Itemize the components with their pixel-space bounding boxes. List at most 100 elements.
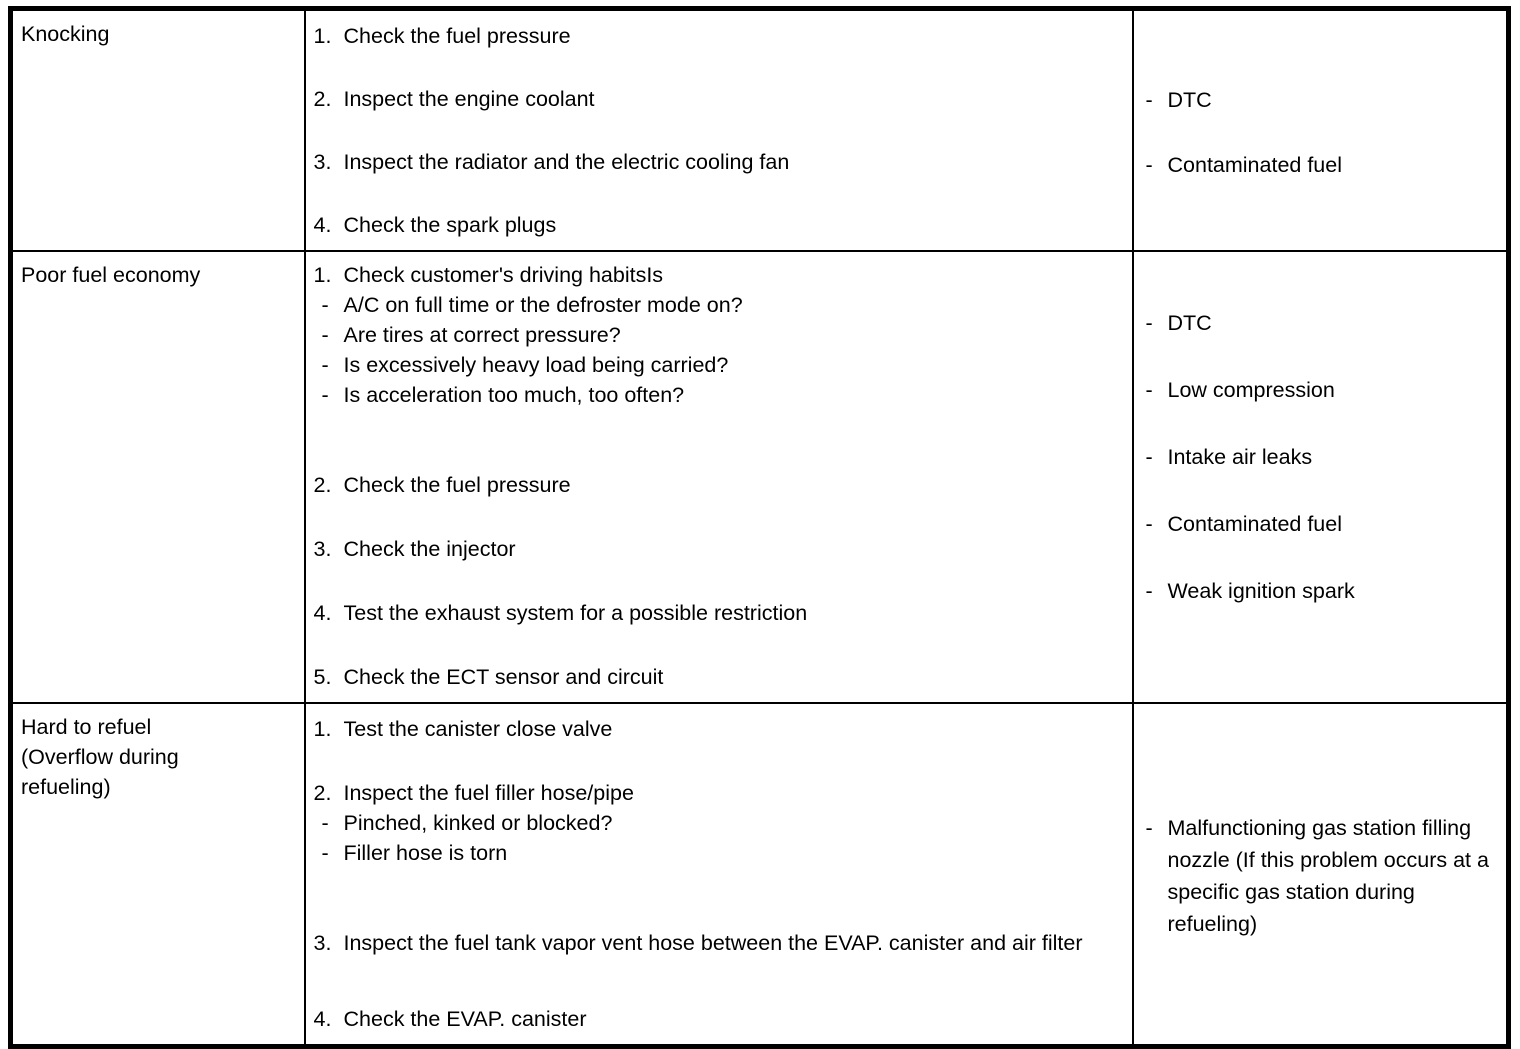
action-step: 5. Check the ECT sensor and circuit xyxy=(314,662,1126,692)
substep: - Are tires at correct pressure? xyxy=(314,320,1126,350)
table-row: Knocking 1. Check the fuel pressure 2. I… xyxy=(9,7,1510,252)
bullet-dash: - xyxy=(321,353,329,377)
spacer xyxy=(314,744,1126,778)
substep-text: A/C on full time or the defroster mode o… xyxy=(343,293,743,317)
action-step: 4. Check the spark plugs xyxy=(314,210,1126,240)
cause-text: Low compression xyxy=(1167,378,1335,402)
step-text: Check the fuel pressure xyxy=(343,24,571,48)
cause-text: DTC xyxy=(1167,88,1212,112)
cause-item: - Low compression xyxy=(1146,375,1499,405)
bullet-dash: - xyxy=(1145,153,1153,177)
bullet-dash: - xyxy=(1145,311,1153,335)
substep-list: - A/C on full time or the defroster mode… xyxy=(314,290,1126,410)
substep-text: Pinched, kinked or blocked? xyxy=(343,811,613,835)
action-cell: 1. Test the canister close valve 2. Insp… xyxy=(303,702,1134,1048)
substep-text: Is excessively heavy load being carried? xyxy=(343,353,729,377)
substep: - Pinched, kinked or blocked? xyxy=(314,808,1126,838)
symptom-line: (Overflow during xyxy=(21,745,179,769)
step-text: Check the ECT sensor and circuit xyxy=(343,665,664,689)
spacer xyxy=(314,958,1126,1004)
step-number: 2. xyxy=(313,781,332,805)
bullet-dash: - xyxy=(321,323,329,347)
cause-item: - Contaminated fuel xyxy=(1146,509,1499,539)
symptom-cell: Hard to refuel (Overflow during refuelin… xyxy=(9,702,306,1048)
bullet-dash: - xyxy=(1145,445,1153,469)
step-number: 1. xyxy=(313,263,332,287)
step-text: Inspect the engine coolant xyxy=(343,87,595,111)
action-step: 3. Inspect the radiator and the electric… xyxy=(314,147,1126,177)
step-number: 1. xyxy=(313,24,332,48)
substep-text: Filler hose is torn xyxy=(343,841,508,865)
cause-text: Weak ignition spark xyxy=(1167,579,1355,603)
cause-text: Intake air leaks xyxy=(1167,445,1313,469)
step-number: 2. xyxy=(313,473,332,497)
substep: - Filler hose is torn xyxy=(314,838,1126,868)
cause-item: - DTC xyxy=(1146,308,1499,338)
step-number: 2. xyxy=(313,87,332,111)
cause-cell: - DTC - Contaminated fuel xyxy=(1131,7,1510,252)
step-text: Inspect the fuel tank vapor vent hose be… xyxy=(343,931,1083,955)
step-text: Check the injector xyxy=(343,537,516,561)
step-text: Check customer's driving habitsIs xyxy=(343,263,664,287)
bullet-dash: - xyxy=(1145,88,1153,112)
bullet-dash: - xyxy=(1145,378,1153,402)
step-text: Inspect the radiator and the electric co… xyxy=(343,150,790,174)
bullet-dash: - xyxy=(1145,512,1153,536)
substep-text: Is acceleration too much, too often? xyxy=(343,383,685,407)
step-text: Test the exhaust system for a possible r… xyxy=(343,601,808,625)
substep: - Is acceleration too much, too often? xyxy=(314,380,1126,410)
step-text: Check the spark plugs xyxy=(343,213,557,237)
step-number: 4. xyxy=(313,213,332,237)
cause-item: - DTC xyxy=(1146,85,1499,115)
substep-list: - Pinched, kinked or blocked? - Filler h… xyxy=(314,808,1126,868)
spacer xyxy=(314,410,1126,470)
troubleshooting-table: Knocking 1. Check the fuel pressure 2. I… xyxy=(8,6,1511,1049)
spacer xyxy=(314,628,1126,662)
table-row: Poor fuel economy 1. Check customer's dr… xyxy=(9,250,1510,704)
step-number: 4. xyxy=(313,1007,332,1031)
action-step: 2. Inspect the fuel filler hose/pipe xyxy=(314,778,1126,808)
action-step: 2. Check the fuel pressure xyxy=(314,470,1126,500)
spacer xyxy=(314,868,1126,928)
cause-cell: - DTC - Low compression - Intake air lea… xyxy=(1131,250,1510,704)
action-step: 1. Check customer's driving habitsIs xyxy=(314,260,1126,290)
cause-item: - Weak ignition spark xyxy=(1146,576,1499,606)
step-number: 3. xyxy=(313,537,332,561)
symptom-line: Hard to refuel xyxy=(21,715,152,739)
document-page: Knocking 1. Check the fuel pressure 2. I… xyxy=(8,6,1511,1049)
action-cell: 1. Check the fuel pressure 2. Inspect th… xyxy=(303,7,1134,252)
step-number: 1. xyxy=(313,717,332,741)
cause-item: - Malfunctioning gas station filling noz… xyxy=(1146,812,1499,940)
step-number: 3. xyxy=(313,931,332,955)
action-step: 1. Test the canister close valve xyxy=(314,714,1126,744)
symptom-line: Knocking xyxy=(21,22,110,46)
step-text: Check the EVAP. canister xyxy=(343,1007,587,1031)
action-cell: 1. Check customer's driving habitsIs - A… xyxy=(303,250,1134,704)
substep: - A/C on full time or the defroster mode… xyxy=(314,290,1126,320)
table-row: Hard to refuel (Overflow during refuelin… xyxy=(9,702,1510,1048)
cause-item: - Intake air leaks xyxy=(1146,442,1499,472)
cause-cell: - Malfunctioning gas station filling noz… xyxy=(1131,702,1510,1048)
step-number: 4. xyxy=(313,601,332,625)
step-text: Test the canister close valve xyxy=(343,717,613,741)
symptom-line: refueling) xyxy=(21,775,111,799)
cause-text: Malfunctioning gas station filling nozzl… xyxy=(1167,816,1489,936)
bullet-dash: - xyxy=(321,811,329,835)
bullet-dash: - xyxy=(321,841,329,865)
action-step: 4. Check the EVAP. canister xyxy=(314,1004,1126,1034)
spacer xyxy=(314,500,1126,534)
action-step: 3. Check the injector xyxy=(314,534,1126,564)
symptom-cell: Knocking xyxy=(9,7,306,252)
step-text: Inspect the fuel filler hose/pipe xyxy=(343,781,634,805)
action-step: 2. Inspect the engine coolant xyxy=(314,84,1126,114)
action-step: 1. Check the fuel pressure xyxy=(314,21,1126,51)
bullet-dash: - xyxy=(321,293,329,317)
action-step: 4. Test the exhaust system for a possibl… xyxy=(314,598,1126,628)
action-step: 3. Inspect the fuel tank vapor vent hose… xyxy=(314,928,1126,958)
symptom-line: Poor fuel economy xyxy=(21,263,201,287)
substep: - Is excessively heavy load being carrie… xyxy=(314,350,1126,380)
cause-item: - Contaminated fuel xyxy=(1146,150,1499,180)
step-number: 3. xyxy=(313,150,332,174)
step-text: Check the fuel pressure xyxy=(343,473,571,497)
substep-text: Are tires at correct pressure? xyxy=(343,323,621,347)
